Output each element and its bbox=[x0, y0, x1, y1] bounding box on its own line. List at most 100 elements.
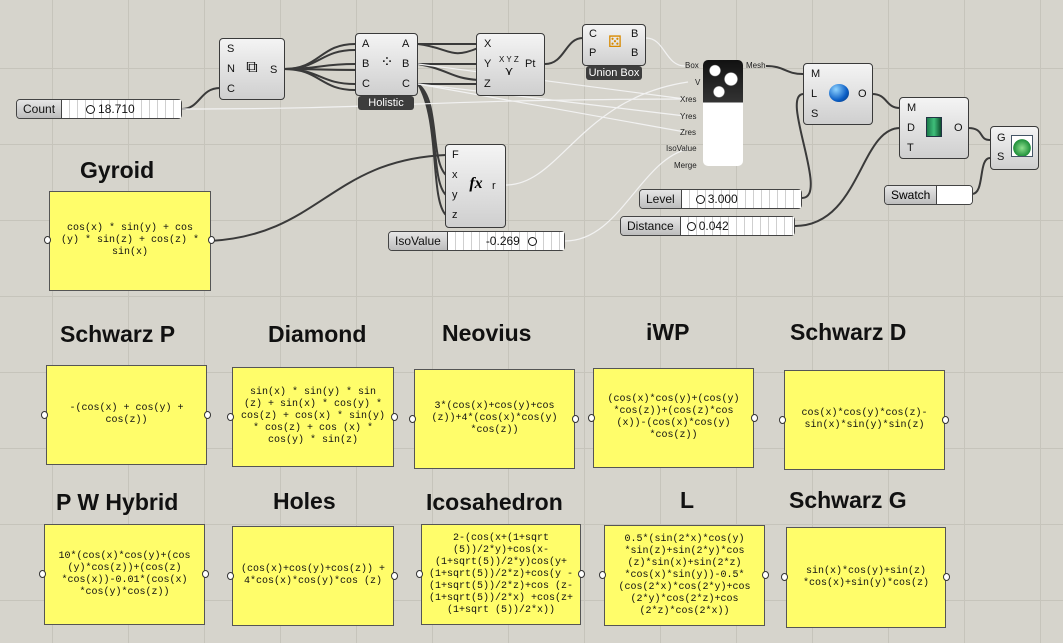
formula-panel-neovius[interactable]: 3*(cos(x)+cos(y)+cos (z))+4*(cos(x)*cos(… bbox=[414, 369, 575, 469]
panel-input-pin[interactable] bbox=[781, 573, 788, 581]
panel-input-pin[interactable] bbox=[39, 570, 46, 578]
smooth-mesh-component[interactable]: M L S O bbox=[803, 63, 873, 125]
formula-panel-gyroid[interactable]: cos(x) * sin(y) + cos (y) * sin(z) + cos… bbox=[49, 191, 211, 291]
point-input-z[interactable]: Z bbox=[484, 78, 491, 90]
formula-panel-schwarz-g[interactable]: sin(x)*cos(y)+sin(z) *cos(x)+sin(y)*cos(… bbox=[786, 527, 946, 628]
offset-output-o[interactable]: O bbox=[954, 122, 963, 134]
panel-output-pin[interactable] bbox=[204, 411, 211, 419]
distance-slider-knob[interactable] bbox=[686, 222, 696, 231]
iso-input-v[interactable]: V bbox=[695, 78, 701, 87]
holistic-input-b[interactable]: B bbox=[362, 58, 370, 70]
series-input-c[interactable]: C bbox=[227, 83, 235, 95]
smooth-input-l[interactable]: L bbox=[811, 88, 818, 100]
smooth-output-o[interactable]: O bbox=[858, 88, 867, 100]
expr-input-y[interactable]: y bbox=[452, 189, 458, 201]
panel-input-pin[interactable] bbox=[409, 415, 416, 423]
level-slider-knob[interactable] bbox=[695, 195, 705, 204]
formula-title-schwarz-d: Schwarz D bbox=[790, 319, 907, 345]
expr-input-f[interactable]: F bbox=[452, 149, 459, 161]
iso-output-mesh[interactable]: Mesh bbox=[746, 61, 766, 70]
formula-panel-schwarz-d[interactable]: cos(x)*cos(y)*cos(z)-sin(x)*sin(y)*sin(z… bbox=[784, 370, 945, 470]
union-box-component[interactable]: C P ⚄ B B bbox=[582, 24, 646, 66]
formula-panel-holes[interactable]: (cos(x)+cos(y)+cos(z)) + 4*cos(x)*cos(y)… bbox=[232, 526, 394, 626]
panel-input-pin[interactable] bbox=[599, 571, 606, 579]
holistic-output-c[interactable]: C bbox=[402, 78, 410, 90]
holistic-input-a[interactable]: A bbox=[362, 38, 370, 50]
holistic-output-a[interactable]: A bbox=[402, 38, 410, 50]
expr-output-r[interactable]: r bbox=[492, 180, 496, 192]
distance-slider[interactable]: Distance 0.042 bbox=[620, 216, 795, 236]
offset-mesh-component[interactable]: M D T O bbox=[899, 97, 969, 159]
isovalue-slider[interactable]: IsoValue -0.269 bbox=[388, 231, 565, 251]
offset-input-t[interactable]: T bbox=[907, 142, 914, 154]
point-input-x[interactable]: X bbox=[484, 38, 492, 50]
holistic-output-b[interactable]: B bbox=[402, 58, 410, 70]
panel-output-pin[interactable] bbox=[762, 571, 769, 579]
expr-input-z[interactable]: z bbox=[452, 209, 458, 221]
distance-slider-rail[interactable]: 0.042 bbox=[680, 217, 794, 235]
panel-output-pin[interactable] bbox=[578, 570, 585, 578]
formula-panel-icosahedron[interactable]: 2-(cos(x+(1+sqrt (5))/2*y)+cos(x-(1+sqrt… bbox=[421, 524, 581, 625]
panel-output-pin[interactable] bbox=[202, 570, 209, 578]
smooth-input-s[interactable]: S bbox=[811, 108, 819, 120]
union-input-c[interactable]: C bbox=[589, 28, 597, 40]
isovalue-slider-knob[interactable] bbox=[527, 237, 537, 246]
series-component[interactable]: S N C ⧉ S bbox=[219, 38, 285, 100]
panel-input-pin[interactable] bbox=[44, 236, 51, 244]
swatch-color[interactable] bbox=[937, 186, 972, 204]
iso-input-merge[interactable]: Merge bbox=[674, 161, 697, 170]
expr-input-x[interactable]: x bbox=[452, 169, 458, 181]
wire bbox=[283, 68, 356, 91]
holistic-component[interactable]: A B C ⁘ A B C bbox=[355, 33, 418, 96]
formula-panel-schwarz-p[interactable]: -(cos(x) + cos(y) + cos(z)) bbox=[46, 365, 207, 465]
smooth-input-m[interactable]: M bbox=[811, 68, 821, 80]
offset-input-m[interactable]: M bbox=[907, 102, 917, 114]
formula-panel-iwp[interactable]: (cos(x)*cos(y)+(cos(y) *cos(z))+(cos(z)*… bbox=[593, 368, 754, 468]
iso-input-isovalue[interactable]: IsoValue bbox=[666, 144, 697, 153]
series-output-s[interactable]: S bbox=[270, 64, 278, 76]
level-slider[interactable]: Level 3.000 bbox=[639, 189, 802, 209]
custom-preview-component[interactable]: G S bbox=[990, 126, 1039, 170]
count-slider[interactable]: Count 18.710 bbox=[16, 99, 182, 119]
panel-input-pin[interactable] bbox=[227, 572, 234, 580]
iso-input-box[interactable]: Box bbox=[685, 61, 699, 70]
union-input-p[interactable]: P bbox=[589, 47, 597, 59]
iso-input-zres[interactable]: Zres bbox=[680, 128, 696, 137]
holistic-input-c[interactable]: C bbox=[362, 78, 370, 90]
expression-component[interactable]: F x y z fx r bbox=[445, 144, 506, 228]
level-slider-rail[interactable]: 3.000 bbox=[681, 190, 801, 208]
union-output-b1[interactable]: B bbox=[631, 28, 639, 40]
iso-input-yres[interactable]: Yres bbox=[680, 112, 697, 121]
union-output-b2[interactable]: B bbox=[631, 47, 639, 59]
preview-input-g[interactable]: G bbox=[997, 132, 1006, 144]
iso-input-xres[interactable]: Xres bbox=[680, 95, 697, 104]
point-input-y[interactable]: Y bbox=[484, 58, 492, 70]
isovalue-slider-rail[interactable]: -0.269 bbox=[447, 232, 564, 250]
panel-input-pin[interactable] bbox=[416, 570, 423, 578]
formula-panel-diamond[interactable]: sin(x) * sin(y) * sin (z) + sin(x) * cos… bbox=[232, 367, 394, 467]
panel-output-pin[interactable] bbox=[751, 414, 758, 422]
construct-point-component[interactable]: X Y Z X Y Z ⋎ Pt bbox=[476, 33, 545, 96]
panel-output-pin[interactable] bbox=[942, 416, 949, 424]
panel-output-pin[interactable] bbox=[391, 572, 398, 580]
panel-input-pin[interactable] bbox=[779, 416, 786, 424]
series-input-s[interactable]: S bbox=[227, 43, 235, 55]
formula-panel-l[interactable]: 0.5*(sin(2*x)*cos(y) *sin(z)+sin(2*y)*co… bbox=[604, 525, 765, 626]
wire bbox=[795, 93, 812, 199]
panel-input-pin[interactable] bbox=[588, 414, 595, 422]
panel-output-pin[interactable] bbox=[943, 573, 950, 581]
swatch-component[interactable]: Swatch bbox=[884, 185, 973, 205]
panel-input-pin[interactable] bbox=[227, 413, 234, 421]
count-slider-rail[interactable]: 18.710 bbox=[62, 100, 181, 118]
panel-output-pin[interactable] bbox=[208, 236, 215, 244]
offset-input-d[interactable]: D bbox=[907, 122, 915, 134]
isosurface-component[interactable]: Box V Xres Yres Zres IsoValue Merge Mesh bbox=[660, 58, 770, 170]
panel-input-pin[interactable] bbox=[41, 411, 48, 419]
preview-input-s[interactable]: S bbox=[997, 151, 1005, 163]
point-output-pt[interactable]: Pt bbox=[525, 58, 536, 70]
panel-output-pin[interactable] bbox=[391, 413, 398, 421]
count-slider-knob[interactable] bbox=[86, 105, 96, 114]
formula-panel-pw-hybrid[interactable]: 10*(cos(x)*cos(y)+(cos (y)*cos(z))+(cos(… bbox=[44, 524, 205, 625]
series-input-n[interactable]: N bbox=[227, 63, 235, 75]
panel-output-pin[interactable] bbox=[572, 415, 579, 423]
